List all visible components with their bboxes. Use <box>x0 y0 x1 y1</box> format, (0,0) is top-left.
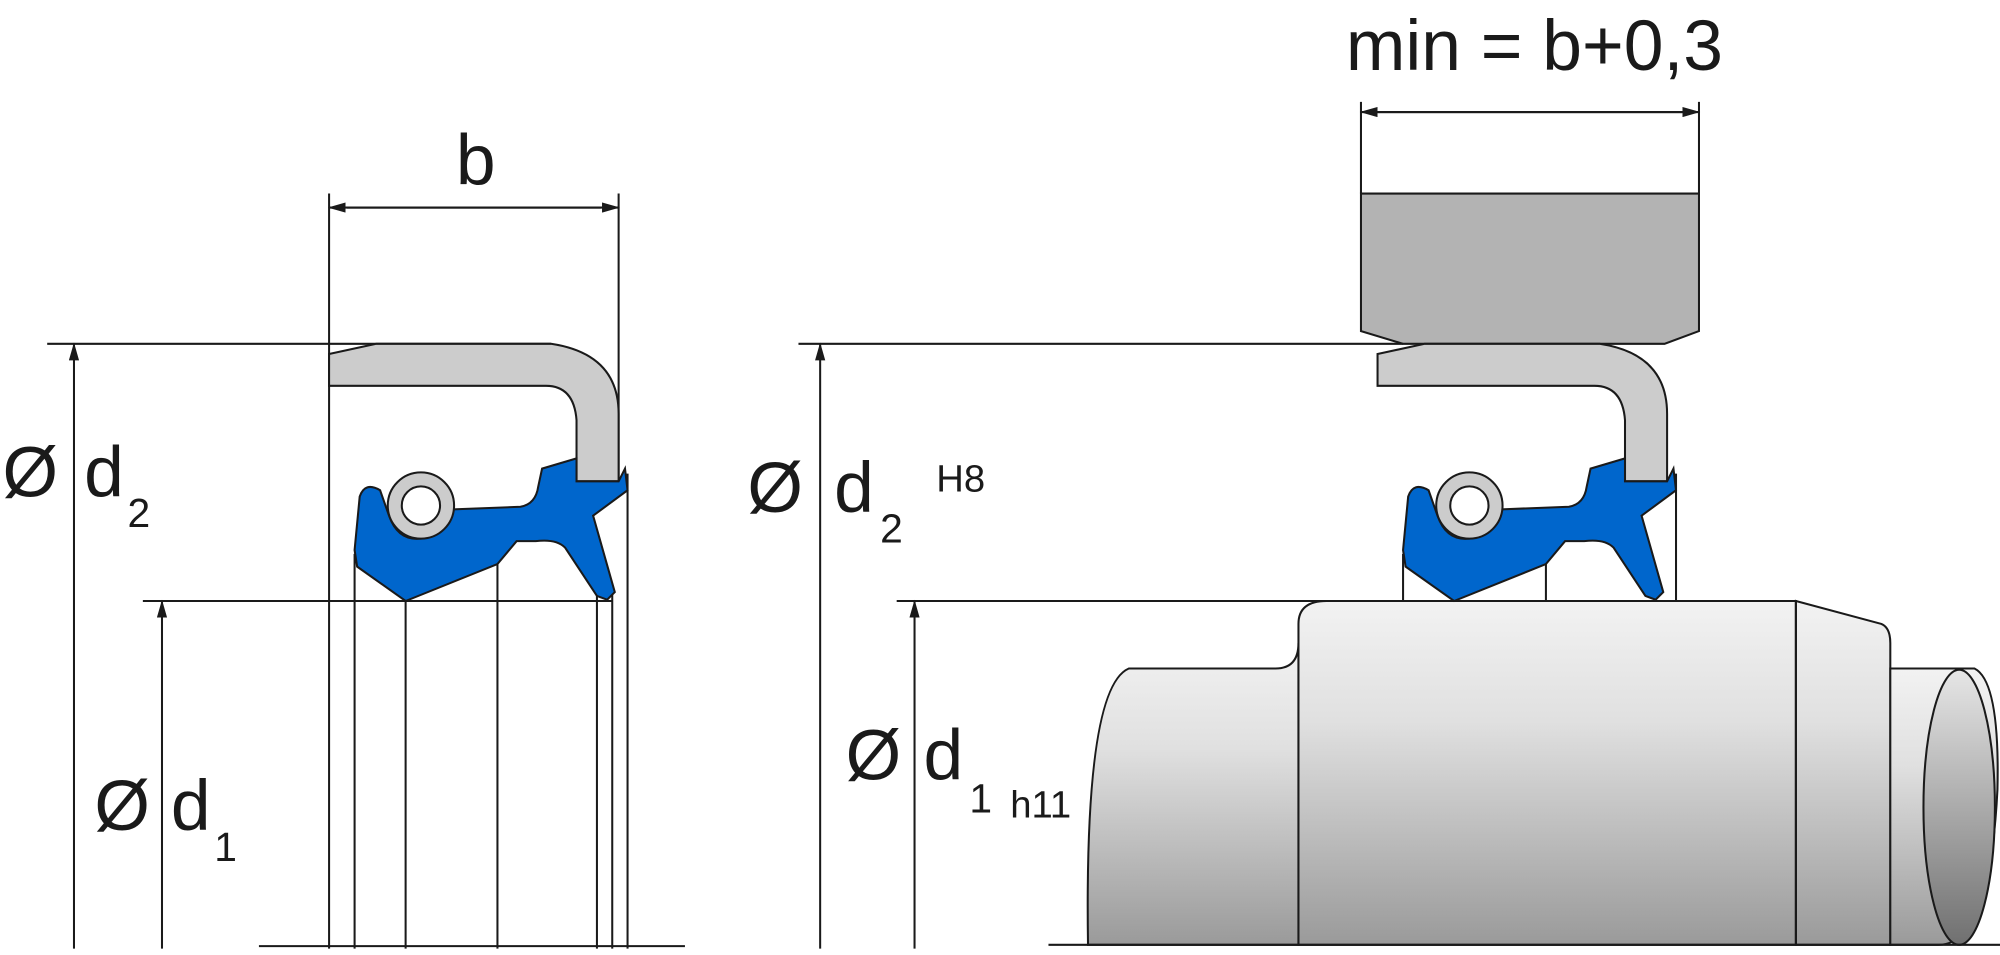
shaft-step <box>1086 643 1300 946</box>
shaft-chamfer <box>1794 599 1892 946</box>
shaft-body <box>1297 599 1797 946</box>
width-label: b <box>456 121 496 201</box>
outer-diameter-label: Ø d 2 <box>3 433 151 536</box>
svg-text:d: d <box>171 766 211 846</box>
svg-text:2: 2 <box>880 505 903 551</box>
metal-case <box>328 342 620 483</box>
rubber-seal-lip <box>353 457 629 603</box>
right-view: min = b+0,3 Ø d 2 H8 Ø d 1 h11 <box>747 6 2000 949</box>
svg-text:d: d <box>923 715 963 795</box>
svg-text:2: 2 <box>128 490 151 536</box>
svg-text:d: d <box>834 448 874 528</box>
rubber-seal-lip <box>1402 457 1678 603</box>
shaft-end-face <box>1922 668 1996 946</box>
svg-text:h11: h11 <box>1010 784 1071 827</box>
svg-text:Ø: Ø <box>94 766 150 846</box>
svg-text:Ø: Ø <box>3 433 59 513</box>
svg-text:1: 1 <box>969 775 992 821</box>
svg-text:H8: H8 <box>936 458 985 501</box>
inner-diameter-label: Ø d 1 h11 <box>846 715 1072 826</box>
extension-lines <box>1402 473 1678 602</box>
extension-lines <box>353 473 629 949</box>
svg-text:1: 1 <box>214 824 237 870</box>
svg-text:d: d <box>84 433 124 513</box>
metal-case <box>1376 342 1669 483</box>
svg-text:Ø: Ø <box>846 715 902 795</box>
inner-diameter-label: Ø d 1 <box>94 766 237 869</box>
outer-diameter-label: Ø d 2 H8 <box>747 448 985 551</box>
housing <box>1359 192 1700 345</box>
housing-width-label: min = b+0,3 <box>1346 6 1723 86</box>
left-view: b Ø d 2 Ø d 1 <box>3 121 685 949</box>
svg-text:Ø: Ø <box>747 448 803 528</box>
